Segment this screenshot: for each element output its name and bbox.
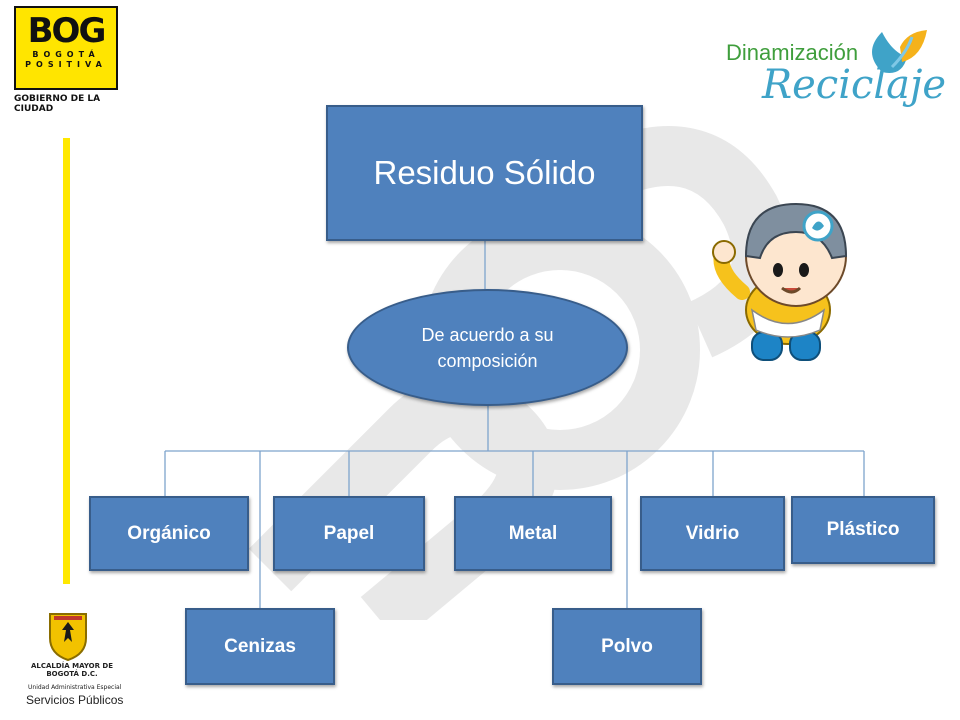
category-node-vidrio: Vidrio	[640, 496, 785, 571]
root-node-residuo-solido: Residuo Sólido	[326, 105, 643, 241]
category-node-polvo: Polvo	[552, 608, 702, 685]
bogota-crest-icon	[49, 613, 87, 662]
unidad-text: Unidad Administrativa Especial	[28, 684, 122, 691]
category-node-organico: Orgánico	[89, 496, 249, 571]
dinamizacion-title: Dinamización	[726, 40, 859, 65]
bog-mark: BOG	[27, 11, 107, 51]
criterion-node: De acuerdo a su composición	[347, 289, 628, 406]
alcaldia-text: ALCALDÍA MAYOR DE BOGOTÁ D.C.	[30, 662, 114, 678]
servicios-text: Servicios Públicos	[26, 693, 124, 707]
recycling-mascot-icon	[712, 202, 848, 361]
yellow-accent-bar	[63, 138, 70, 584]
gobierno-text: GOBIERNO DE LA CIUDAD	[14, 94, 101, 114]
category-node-metal: Metal	[454, 496, 612, 571]
reciclaje-title: Reciclaje	[762, 62, 947, 108]
criterion-line-2: composición	[437, 350, 538, 371]
criterion-line-1: De acuerdo a su	[421, 324, 554, 345]
bog-line-1: BOGOTÁ	[32, 50, 100, 59]
bogota-positiva-logo: BOG BOGOTÁ POSITIVA	[14, 6, 118, 90]
category-node-plastico: Plástico	[791, 496, 935, 564]
category-node-cenizas: Cenizas	[185, 608, 335, 685]
leaf-drop-icon	[872, 30, 927, 73]
bog-line-2: POSITIVA	[25, 60, 107, 69]
category-node-papel: Papel	[273, 496, 425, 571]
